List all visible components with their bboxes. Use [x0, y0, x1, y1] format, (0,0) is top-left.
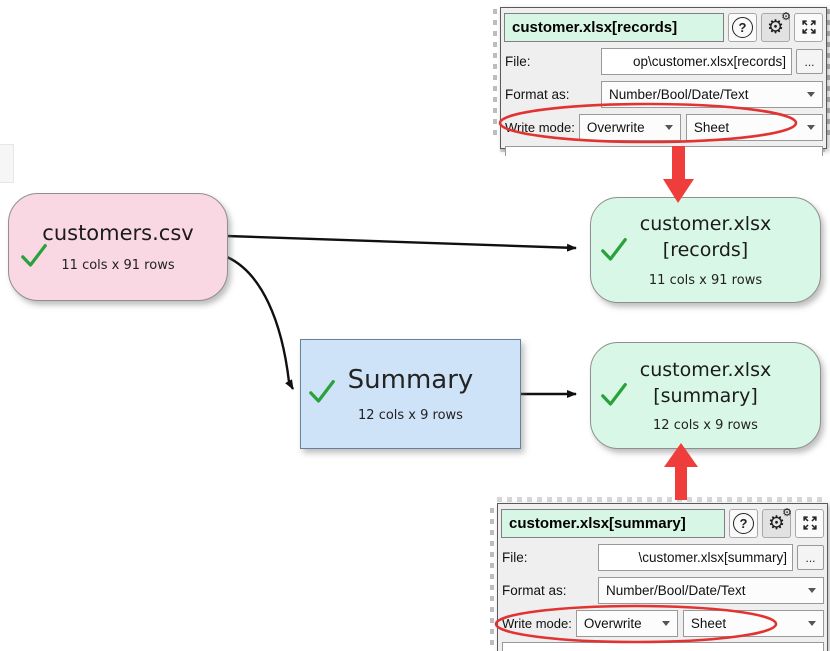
- node-meta: 11 cols x 91 rows: [648, 272, 763, 288]
- node-summary-transform[interactable]: Summary 12 cols x 9 rows: [300, 339, 521, 449]
- offscreen-node-fragment: [0, 144, 14, 183]
- node-title: customer.xlsx: [639, 358, 772, 381]
- file-path-input[interactable]: op\customer.xlsx[records]: [601, 48, 792, 75]
- sheet-write-select[interactable]: Sheet: [685, 114, 823, 141]
- format-as-select[interactable]: Number/Bool/Date/Text: [598, 577, 824, 604]
- node-title: [records]: [662, 239, 749, 261]
- dropdown-arrow-icon: [807, 92, 815, 97]
- expand-icon: [801, 20, 816, 34]
- node-title: [summary]: [653, 384, 758, 407]
- help-icon: ?: [733, 512, 754, 534]
- output-name-field[interactable]: customer.xlsx[records]: [504, 12, 724, 42]
- node-title: customers.csv: [42, 221, 194, 245]
- help-button[interactable]: ?: [729, 508, 758, 538]
- gear-icon: ⚙⚙: [766, 10, 792, 38]
- write-mode-select[interactable]: Overwrite: [578, 114, 681, 141]
- format-as-label: Format as:: [502, 583, 567, 598]
- success-check-icon: [21, 244, 47, 267]
- node-meta: 12 cols x 9 rows: [653, 418, 758, 434]
- settings-button[interactable]: ⚙⚙: [761, 10, 792, 42]
- write-mode-row: Write mode: Overwrite Sheet: [502, 610, 824, 637]
- file-row: File: op\customer.xlsx[records] ...: [505, 48, 823, 75]
- node-title: Summary: [347, 365, 474, 395]
- output-name-field[interactable]: customer.xlsx[summary]: [501, 508, 725, 538]
- node-customers-csv[interactable]: customers.csv 11 cols x 91 rows: [8, 193, 228, 301]
- file-label: File:: [502, 550, 528, 565]
- dropdown-arrow-icon: [808, 588, 816, 593]
- format-as-label: Format as:: [505, 87, 570, 102]
- settings-button[interactable]: ⚙⚙: [762, 506, 793, 538]
- node-customer-xlsx-summary[interactable]: customer.xlsx [summary] 12 cols x 9 rows: [590, 342, 821, 449]
- help-icon: ?: [732, 16, 753, 38]
- panel-title-row: customer.xlsx[summary] ? ⚙⚙: [501, 506, 824, 538]
- output-panel-summary: customer.xlsx[summary] ? ⚙⚙ File: \custo…: [497, 503, 828, 651]
- format-row: Format as: Number/Bool/Date/Text: [502, 577, 824, 604]
- write-mode-row: Write mode: Overwrite Sheet: [505, 114, 823, 141]
- write-mode-label: Write mode:: [505, 120, 575, 135]
- node-meta: 12 cols x 9 rows: [358, 408, 463, 423]
- file-label: File:: [505, 54, 531, 69]
- file-row: File: \customer.xlsx[summary] ...: [502, 544, 824, 571]
- success-check-icon: [601, 238, 627, 261]
- node-customer-xlsx-records[interactable]: customer.xlsx [records] 11 cols x 91 row…: [590, 197, 821, 303]
- sheet-write-select[interactable]: Sheet: [682, 610, 824, 637]
- clipped-row: [502, 642, 824, 651]
- success-check-icon: [309, 380, 335, 403]
- gear-icon: ⚙⚙: [767, 506, 793, 534]
- node-meta: 11 cols x 91 rows: [61, 258, 175, 273]
- success-check-icon: [601, 383, 627, 406]
- write-mode-label: Write mode:: [502, 616, 572, 631]
- browse-button[interactable]: ...: [796, 49, 823, 74]
- dropdown-arrow-icon: [661, 621, 670, 626]
- dropdown-arrow-icon: [664, 125, 673, 130]
- dropdown-arrow-icon: [808, 621, 816, 626]
- wire-source-to-records: [226, 234, 577, 252]
- browse-button[interactable]: ...: [797, 545, 824, 570]
- help-button[interactable]: ?: [728, 12, 757, 42]
- panel-title-row: customer.xlsx[records] ? ⚙⚙: [504, 10, 823, 42]
- expand-button[interactable]: [794, 12, 823, 42]
- node-title: customer.xlsx: [639, 213, 772, 236]
- file-path-input[interactable]: \customer.xlsx[summary]: [598, 544, 793, 571]
- expand-button[interactable]: [795, 508, 824, 538]
- expand-icon: [802, 516, 817, 530]
- output-panel-records: customer.xlsx[records] ? ⚙⚙ File: op\cus…: [500, 7, 827, 156]
- format-row: Format as: Number/Bool/Date/Text: [505, 81, 823, 108]
- dropdown-arrow-icon: [807, 125, 815, 130]
- write-mode-select[interactable]: Overwrite: [575, 610, 678, 637]
- format-as-select[interactable]: Number/Bool/Date/Text: [601, 81, 823, 108]
- wire-source-to-summary: [226, 255, 295, 390]
- clipped-row: [505, 146, 823, 156]
